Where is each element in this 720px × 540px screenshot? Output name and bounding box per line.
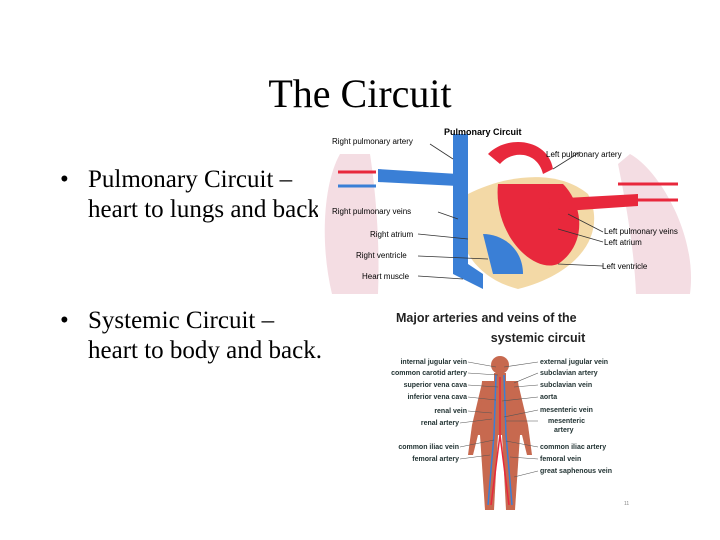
figure-page-number: 11 — [624, 501, 629, 507]
pulmonary-heading: Pulmonary Circuit — [444, 127, 522, 137]
bullet-symbol: • — [60, 166, 69, 193]
bullet-line: Pulmonary Circuit – — [88, 166, 293, 193]
label-right: femoral vein — [540, 456, 581, 463]
aorta-arch — [488, 142, 553, 174]
pulmonary-illustration: Pulmonary Circuit Right pulmonary artery… — [324, 127, 692, 294]
systemic-circuit-diagram: Major arteries and veins of the systemic… — [388, 305, 638, 513]
slide-title: The Circuit — [268, 71, 452, 116]
label-left: internal jugular vein — [400, 359, 467, 366]
pulmonary-circuit-diagram: Pulmonary Circuit Right pulmonary artery… — [318, 124, 704, 298]
label-left-pulmonary-artery: Left pulmonary artery — [546, 150, 622, 159]
label-left-atrium: Left atrium — [604, 238, 642, 247]
bullet-text: Pulmonary Circuit – heart to lungs and b… — [88, 165, 320, 225]
bullet-line: Systemic Circuit – — [88, 307, 275, 334]
systemic-illustration: Major arteries and veins of the systemic… — [391, 311, 629, 510]
label-left-pulmonary-veins: Left pulmonary veins — [604, 227, 678, 236]
label-left: common iliac vein — [398, 444, 459, 451]
label-right-atrium: Right atrium — [370, 230, 413, 239]
label-right: subclavian vein — [540, 382, 592, 389]
bullet-text: Systemic Circuit – heart to body and bac… — [88, 306, 322, 366]
veins-lines — [487, 374, 513, 506]
label-right-pulmonary-artery: Right pulmonary artery — [332, 137, 413, 146]
label-right: mesenteric — [548, 418, 585, 425]
label-left: femoral artery — [412, 456, 459, 463]
leader-lines — [459, 361, 539, 478]
pulmonary-artery-blue — [378, 169, 458, 186]
label-left-ventricle: Left ventricle — [602, 262, 648, 271]
label-right: external jugular vein — [540, 359, 608, 366]
vena-cava — [453, 134, 483, 289]
left-lung — [618, 154, 692, 294]
bullet-symbol: • — [60, 307, 69, 334]
arteries-lines — [490, 377, 510, 506]
systemic-heading-line2: systemic circuit — [491, 331, 586, 345]
systemic-heading-line1: Major arteries and veins of the — [396, 311, 577, 325]
bullet-line: heart to lungs and back — [88, 196, 320, 223]
label-right: great saphenous vein — [540, 468, 612, 475]
label-right: subclavian artery — [540, 370, 598, 377]
label-left: renal artery — [421, 420, 459, 427]
label-right-pulmonary-veins: Right pulmonary veins — [332, 207, 411, 216]
label-left: inferior vena cava — [407, 394, 467, 401]
pulmonary-vein-red — [548, 194, 638, 212]
label-right: common iliac artery — [540, 444, 606, 451]
label-right: aorta — [540, 394, 557, 401]
label-right: artery — [554, 427, 574, 434]
label-right: mesenteric vein — [540, 407, 593, 414]
label-heart-muscle: Heart muscle — [362, 272, 410, 281]
label-left: common carotid artery — [391, 370, 467, 377]
right-ventricle-shape — [483, 234, 523, 274]
bullet-line: heart to body and back. — [88, 337, 322, 364]
label-right-ventricle: Right ventricle — [356, 251, 407, 260]
right-lung — [324, 154, 379, 294]
label-left: renal vein — [434, 408, 467, 415]
label-left: superior vena cava — [404, 382, 468, 389]
